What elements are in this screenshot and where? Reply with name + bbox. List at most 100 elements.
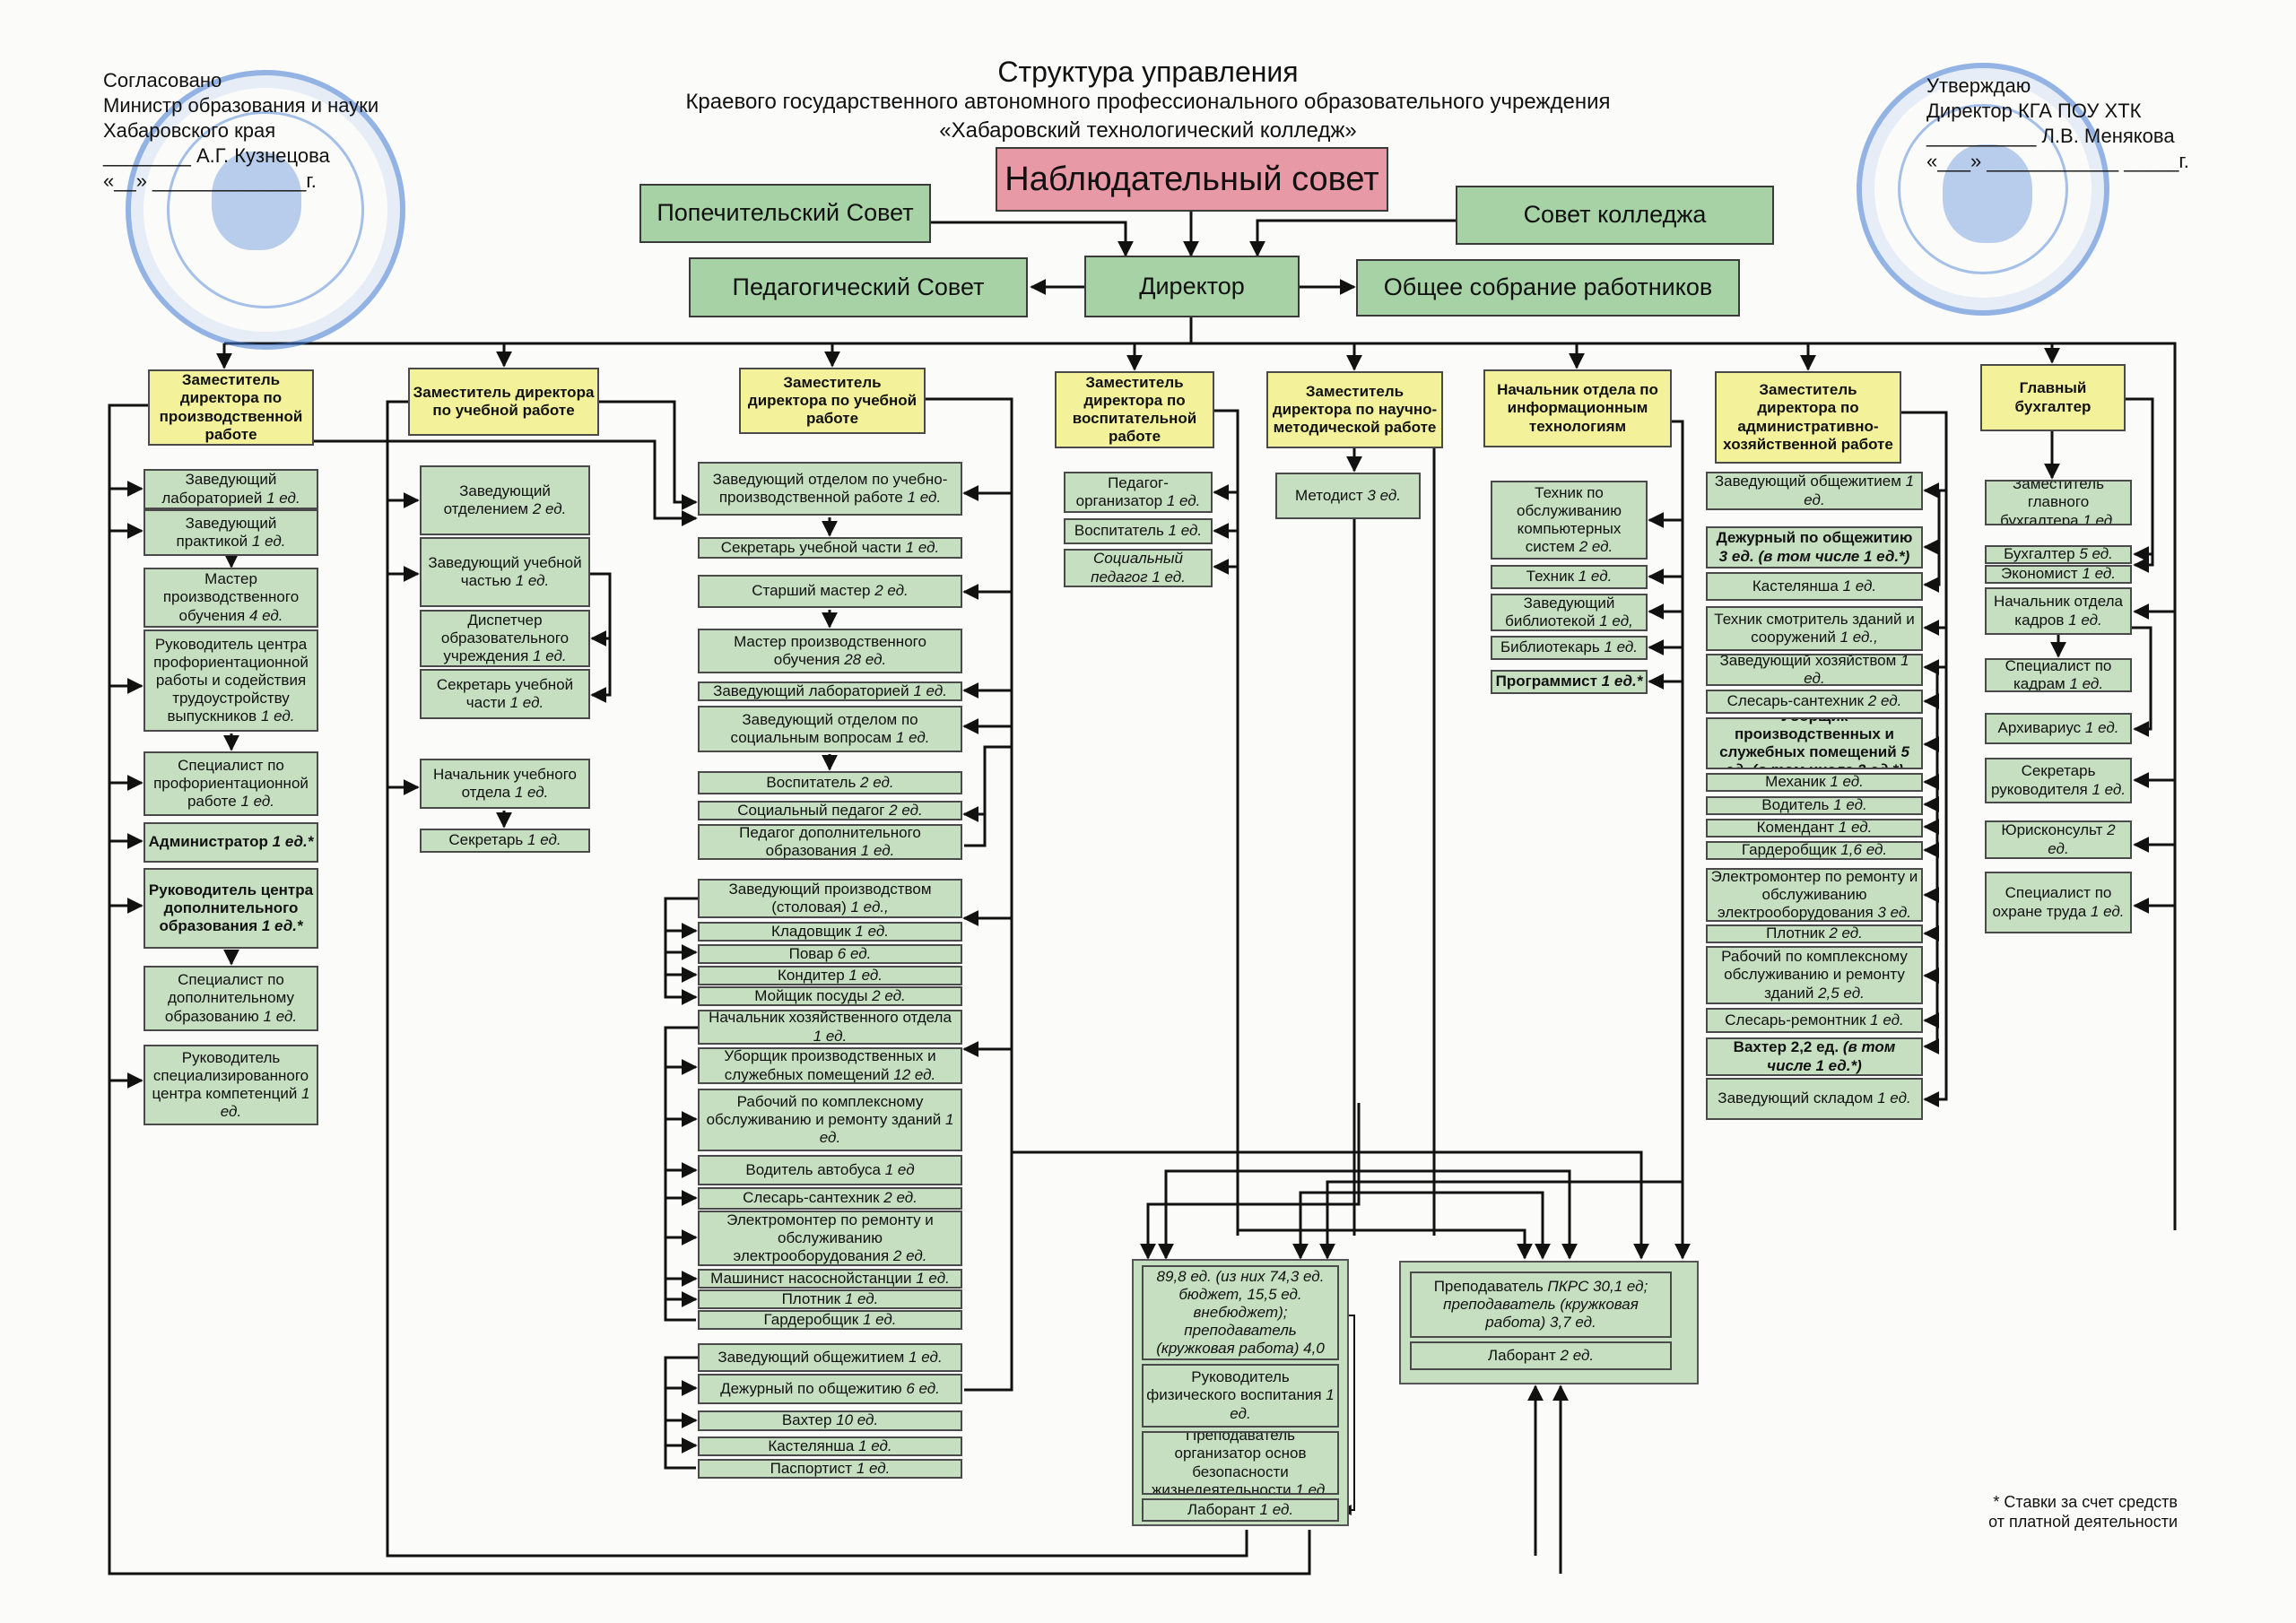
unit-box-edu1: Диспетчер образовательного учреждения 1 … <box>420 610 590 667</box>
unit-text: Воспитатель 2 ед. <box>766 774 893 792</box>
unit-box-edu1: Секретарь учебной части 1 ед. <box>420 669 590 719</box>
position-name: Механик <box>1765 773 1826 791</box>
staff-count: 1 ед. <box>819 1110 954 1147</box>
position-name: Юрисконсульт <box>2001 821 2103 839</box>
unit-box-acc: Архивариус 1 ед. <box>1985 713 2132 744</box>
position-name: Слесарь-сантехник <box>743 1189 880 1207</box>
position-name: Слесарь-сантехник <box>1726 692 1865 710</box>
staff-count: 1 ед. <box>1804 473 1915 508</box>
unit-text: Руководитель центра дополнительного обра… <box>148 881 314 935</box>
unit-text: Лаборант 2 ед. <box>1488 1347 1594 1365</box>
connector-line <box>1012 1150 1649 1260</box>
unit-box-prod: Специалист по дополнительному образовани… <box>144 966 318 1031</box>
approval-line: «___» ____________ _____г. <box>1926 150 2189 172</box>
unit-text: Заведующий отделом по учебно-производств… <box>702 471 958 507</box>
unit-box-edu2: Заведующий отделом по социальным вопроса… <box>698 706 962 752</box>
unit-text: Гардеробщик 1,6 ед. <box>1742 843 1887 858</box>
staff-count: 1 ед. <box>1604 638 1639 656</box>
unit-text: Комендант 1 ед. <box>1757 820 1873 836</box>
staff-count: 1 ед. <box>2092 780 2126 798</box>
position-name: Заведующий отделом по социальным вопроса… <box>730 710 918 746</box>
unit-text: Мойщик посуды 2 ед. <box>754 986 906 1004</box>
position-name: Повар <box>788 944 834 962</box>
deputy-academic-box: Заместитель директора по учебной работе <box>408 368 599 436</box>
unit-text: Электромонтер по ремонту и обслуживанию … <box>1710 870 1918 922</box>
unit-box-adm: Комендант 1 ед. <box>1706 819 1923 838</box>
unit-box-edu2: Повар 6 ед. <box>698 944 962 964</box>
unit-box-adm: Вахтер 2,2 ед. (в том числе 1 ед.*) <box>1706 1037 1923 1076</box>
position-name: Мастер производственного обучения <box>162 570 300 624</box>
position-name: Руководитель физического воспитания <box>1146 1368 1322 1404</box>
staff-count: 1 ед. <box>240 793 275 811</box>
board-of-trustees-box: Попечительский Совет <box>639 184 931 243</box>
staff-count: 1 ед. <box>856 1459 891 1477</box>
unit-box-edu2: Рабочий по комплексному обслуживанию и р… <box>698 1089 962 1151</box>
staff-count: 1 ед.* <box>1601 673 1643 690</box>
staff-count: 2 ед. <box>1560 1346 1595 1364</box>
staff-count: 1 ед., <box>850 898 889 916</box>
staff-count: 1 ед. <box>1870 1011 1904 1028</box>
connector-line <box>1236 1180 1533 1260</box>
connector-line <box>664 1356 698 1470</box>
unit-text: Секретарь 1 ед. <box>448 831 561 849</box>
unit-text: Заместитель главного бухгалтера 1 ед. <box>1989 480 2127 525</box>
connector-line <box>664 1026 698 1322</box>
staff-count: 10 ед. <box>836 1411 879 1429</box>
unit-text: Секретарь учебной части 1 ед. <box>721 539 939 557</box>
staff-count: 1 ед. <box>848 966 883 984</box>
staff-count: 5 ед. (в том числе 2 ед.*) <box>1726 743 1909 768</box>
unit-box-adm: Механик 1 ед. <box>1706 773 1923 792</box>
head-it-box: Начальник отдела по информационным техно… <box>1483 369 1672 447</box>
connector-line <box>1140 1103 1361 1260</box>
unit-box-edu1: Заведующий учебной частью 1 ед. <box>420 537 590 607</box>
unit-text: Специалист по кадрам 1 ед. <box>1989 660 2127 690</box>
staff-count: 12 ед. <box>893 1065 936 1083</box>
position-name: Начальник отдела кадров <box>1994 593 2123 629</box>
unit-box-adm: Плотник 2 ед. <box>1706 924 1923 943</box>
unit-text: Вахтер 2,2 ед. (в том числе 1 ед.*) <box>1710 1039 1918 1074</box>
unit-text: Слесарь-сантехник 2 ед. <box>1727 692 1902 710</box>
connector-line <box>599 400 698 510</box>
unit-text: Преподаватель ПКРС 30,1 ед; преподавател… <box>1414 1278 1667 1332</box>
staff-count: 1 ед. <box>855 922 889 940</box>
unit-text: Специалист по охране труда 1 ед. <box>1989 884 2127 920</box>
unit-box-adm: Заведующий складом 1 ед. <box>1706 1078 1923 1120</box>
unit-box-prod: Мастер производственного обучения 4 ед. <box>144 568 318 628</box>
unit-box-prod: Заведующий лабораторией 1 ед. <box>144 469 318 509</box>
staff-count: 1 ед. <box>1830 773 1864 791</box>
unit-text: Кастелянша 1 ед. <box>1752 577 1876 595</box>
unit-text: Кондитер 1 ед. <box>778 966 883 984</box>
unit-box-prod: Администратор 1 ед.* <box>144 822 318 863</box>
unit-box-it: Заведующий библиотекой 1 ед, <box>1491 594 1648 631</box>
unit-box-acc: Экономист 1 ед. <box>1985 565 2132 584</box>
staff-count: 1 ед. <box>905 538 940 556</box>
unit-text: Техник по обслуживанию компьютерных сист… <box>1495 484 1643 556</box>
position-name: Заведующий учебной частью <box>428 553 582 589</box>
staff-count: 1 ед. <box>1833 796 1867 814</box>
staff-count: 1 ед. <box>263 1007 298 1025</box>
position-name: Секретарь <box>448 831 524 849</box>
staff-count: 1 ед. <box>1877 1089 1911 1107</box>
staff-count: 1 ед, <box>1599 612 1633 629</box>
teacher-box: Преподаватель ПССЗ 89,8 ед. (из них 74,3… <box>1142 1265 1339 1360</box>
position-name: Заместитель главного бухгалтера <box>2000 480 2104 525</box>
general-meeting-box: Общее собрание работников <box>1356 259 1740 317</box>
unit-text: Педагог дополнительного образования 1 ед… <box>702 826 958 858</box>
staff-count: 1 ед.* <box>272 833 314 851</box>
staff-count: 1 ед. <box>1168 522 1203 540</box>
approval-line: Согласовано <box>103 69 222 91</box>
position-name: Слесарь-ремонтник <box>1725 1011 1866 1028</box>
connector-line <box>1354 1191 1551 1260</box>
unit-box-edu2: Воспитатель 2 ед. <box>698 771 962 794</box>
unit-box-edu2: Плотник 1 ед. <box>698 1289 962 1309</box>
staff-count: 1 ед. <box>1295 1480 1329 1495</box>
position-name: Преподаватель организатор основ безопасн… <box>1152 1431 1307 1495</box>
footnote: * Ставки за счет средств от платной деят… <box>1937 1492 2178 1532</box>
position-name: Кастелянша <box>768 1436 855 1454</box>
position-name: Заведующий производством (столовая) <box>728 880 932 916</box>
staff-count: 2 ед. <box>872 986 906 1004</box>
position-name: Техник смотритель зданий и сооружений <box>1714 610 1915 646</box>
staff-count: 3 ед. <box>1877 904 1911 922</box>
approval-approved-block: Утверждаю Директор КГА ПОУ ХТК _________… <box>1926 74 2189 174</box>
connector-line <box>1214 409 1239 1236</box>
